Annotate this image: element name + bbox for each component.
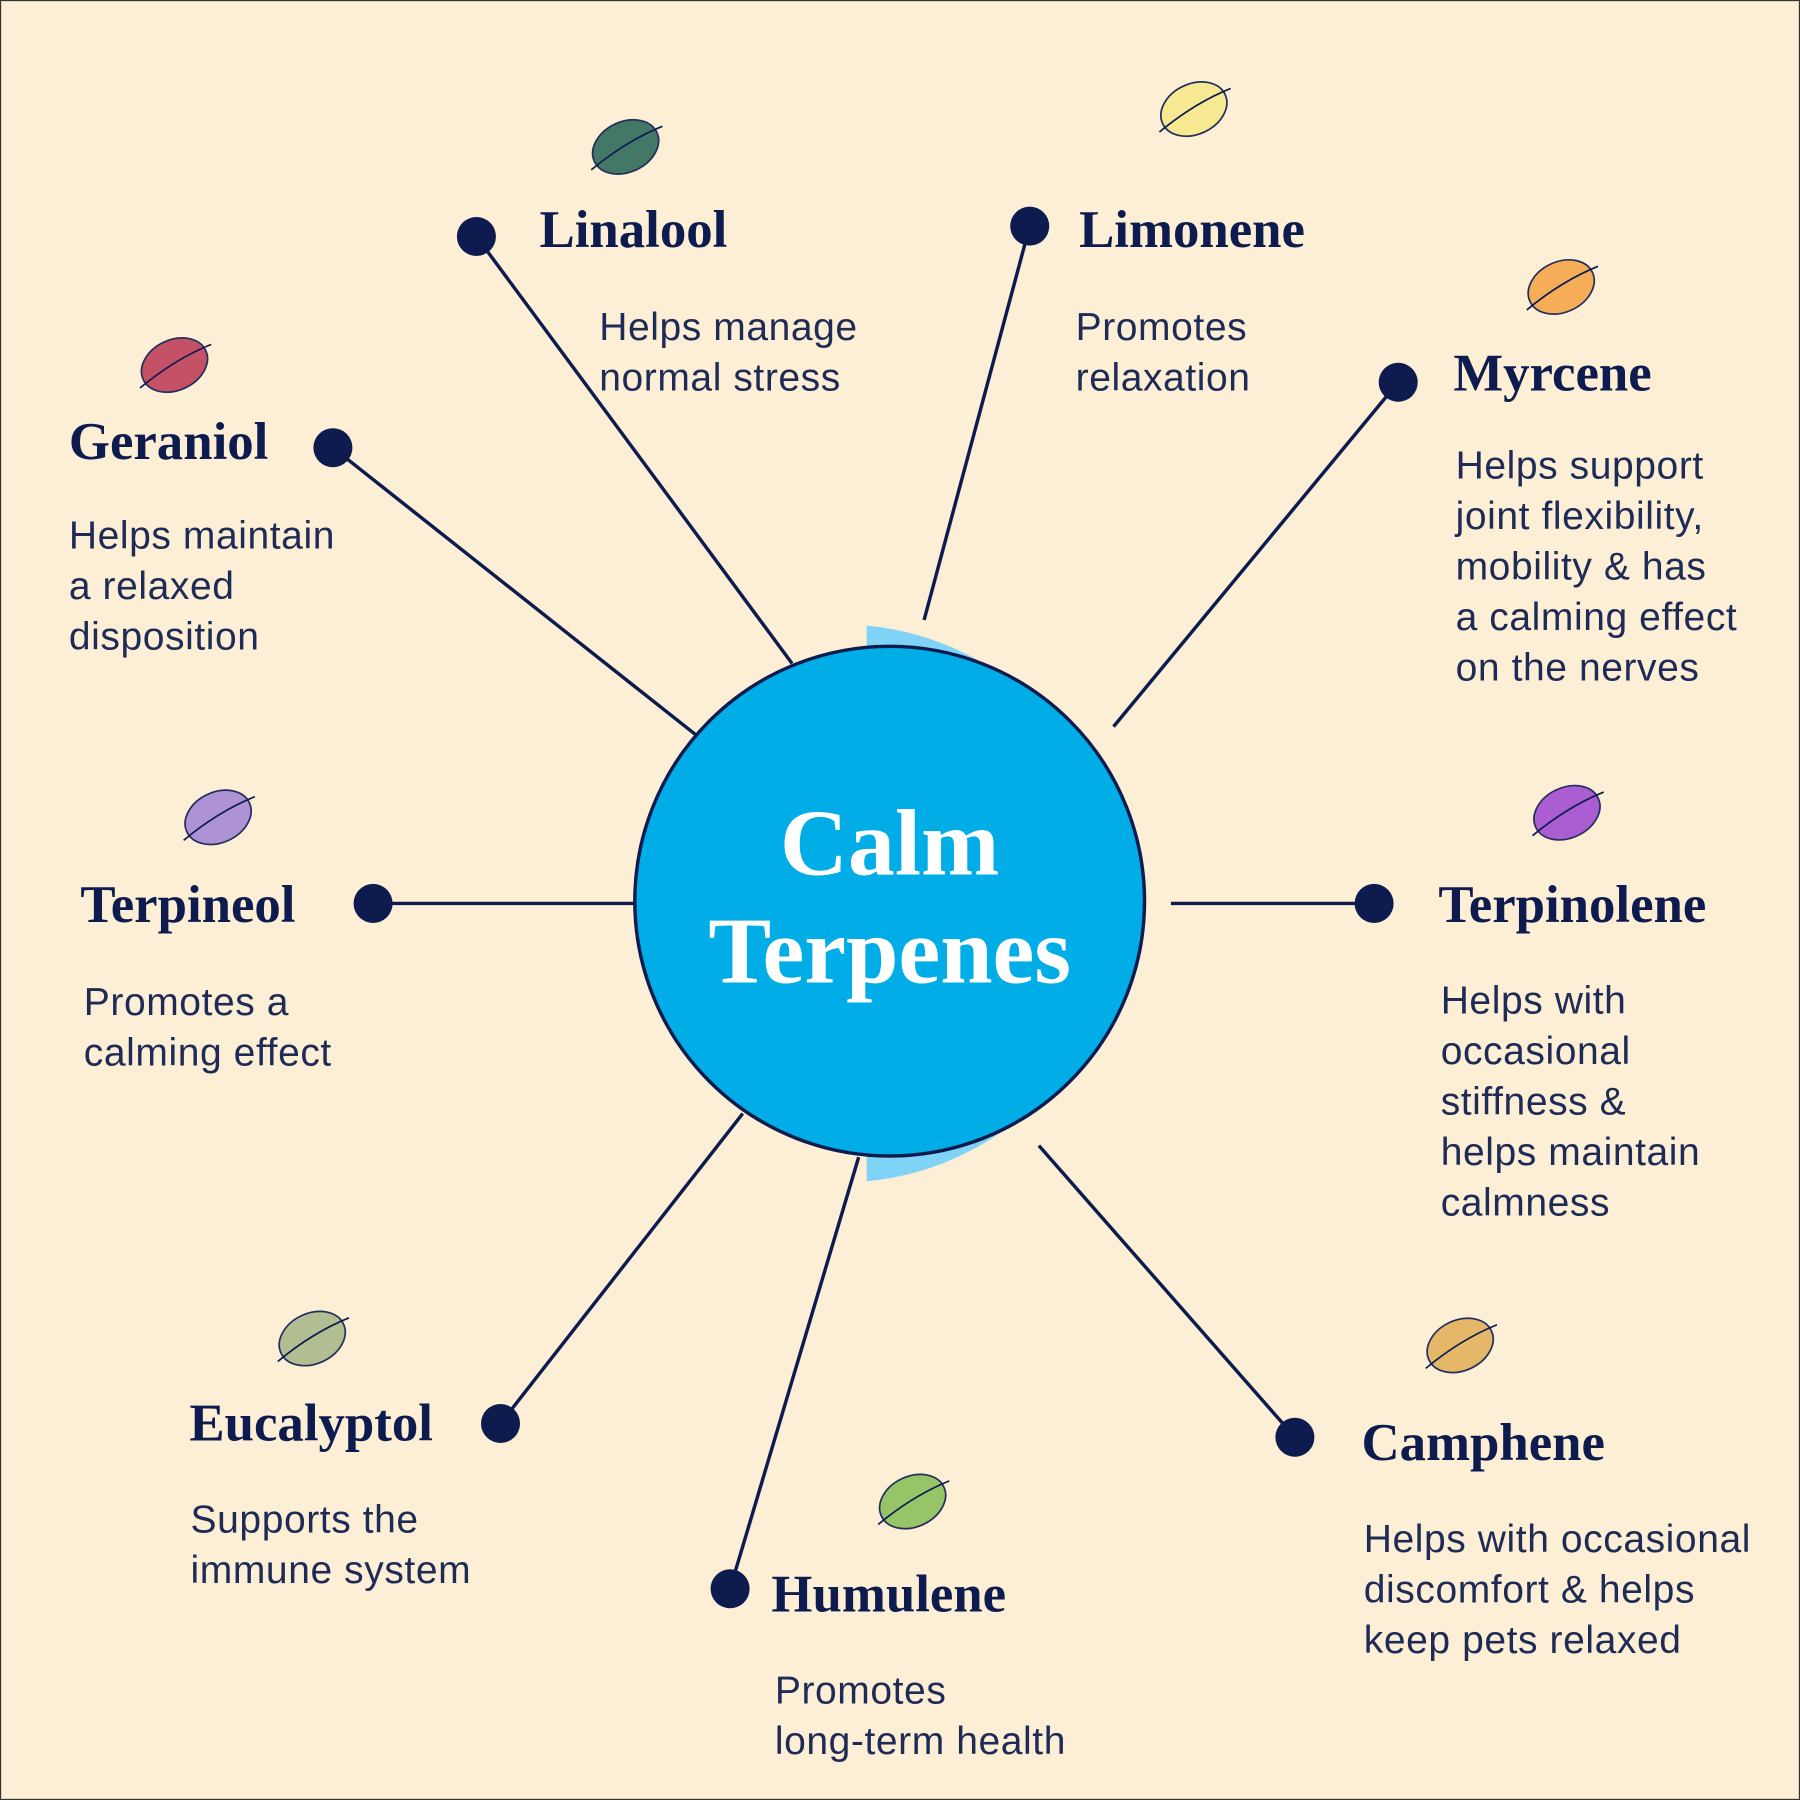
spoke-line-limonene — [922, 225, 1032, 621]
terpene-description-line: calmness — [1441, 1182, 1610, 1225]
terpene-description-line: Supports the — [191, 1499, 419, 1542]
terpene-description-line: mobility & has — [1456, 546, 1707, 589]
dot-marker — [1378, 362, 1418, 402]
terpene-description-line: relaxation — [1076, 356, 1251, 399]
spoke-line-camphene — [1037, 1144, 1297, 1439]
herb-sprig-icon — [590, 118, 663, 175]
dot-marker — [313, 428, 353, 468]
dot-marker — [1010, 206, 1050, 246]
terpene-name: Linalool — [540, 201, 728, 259]
hops-icon — [877, 1473, 950, 1530]
terpene-description-line: Promotes — [775, 1670, 947, 1713]
lemon-icon — [1158, 81, 1231, 138]
terpene-description-line: on the nerves — [1456, 647, 1700, 690]
dot-marker — [480, 1403, 521, 1443]
spokes — [331, 225, 1400, 1590]
lilac-icon — [183, 789, 256, 846]
terpene-description-line: helps maintain — [1441, 1131, 1701, 1174]
terpene-description-line: discomfort & helps — [1364, 1569, 1695, 1612]
center-title-line2: Terpenes — [708, 900, 1071, 1004]
terpene-name: Limonene — [1079, 201, 1305, 259]
dot-marker — [1354, 883, 1394, 923]
mango-icon — [1526, 259, 1599, 315]
terpene-description-line: long-term health — [775, 1720, 1066, 1763]
terpene-description-line: a calming effect — [1456, 596, 1738, 639]
dot-marker — [353, 883, 393, 923]
spoke-line-humulene — [728, 1156, 861, 1590]
terpene-description-line: joint flexibility, — [1455, 495, 1704, 538]
terpene-description-line: Helps with occasional — [1364, 1518, 1751, 1561]
spoke-line-eucalyptol — [499, 1112, 745, 1425]
dot-marker — [456, 216, 496, 256]
terpene-description-line: Promotes a — [84, 981, 289, 1024]
rose-icon — [139, 337, 212, 394]
spoke-line-geraniol — [331, 446, 697, 737]
terpene-description-line: stiffness & — [1441, 1081, 1627, 1124]
terpene-description-line: a relaxed — [69, 565, 235, 608]
terpene-description-line: Helps with — [1441, 980, 1627, 1023]
terpene-description-line: Helps manage — [599, 306, 857, 349]
terpene-description-line: disposition — [69, 616, 260, 659]
terpene-description-line: Helps maintain — [69, 515, 335, 558]
terpene-name: Terpineol — [80, 876, 295, 934]
center-title-line1: Calm — [780, 792, 1000, 896]
terpene-description-line: normal stress — [599, 356, 841, 399]
eucalyptus-leaves-icon — [277, 1310, 350, 1367]
ginger-root-icon — [1425, 1317, 1498, 1374]
lavender-flower-icon — [1531, 784, 1605, 841]
dot-marker — [710, 1569, 750, 1609]
dot-marker — [1275, 1417, 1315, 1457]
terpene-name: Eucalyptol — [189, 1395, 432, 1453]
terpene-name: Camphene — [1361, 1414, 1604, 1472]
center-circle — [633, 644, 1147, 1158]
terpene-name: Humulene — [771, 1566, 1006, 1624]
terpene-description-line: immune system — [191, 1549, 472, 1592]
terpene-name: Terpinolene — [1438, 876, 1706, 934]
terpene-description-line: Promotes — [1076, 306, 1248, 349]
terpene-description-line: calming effect — [84, 1031, 332, 1074]
terpene-description-line: occasional — [1441, 1030, 1631, 1073]
spoke-line-linalool — [475, 235, 794, 665]
terpene-name: Geraniol — [69, 413, 268, 471]
terpene-description-line: Helps support — [1456, 445, 1704, 488]
spoke-line-myrcene — [1112, 381, 1400, 728]
terpene-name: Myrcene — [1453, 344, 1651, 402]
terpene-description-line: keep pets relaxed — [1364, 1619, 1682, 1662]
